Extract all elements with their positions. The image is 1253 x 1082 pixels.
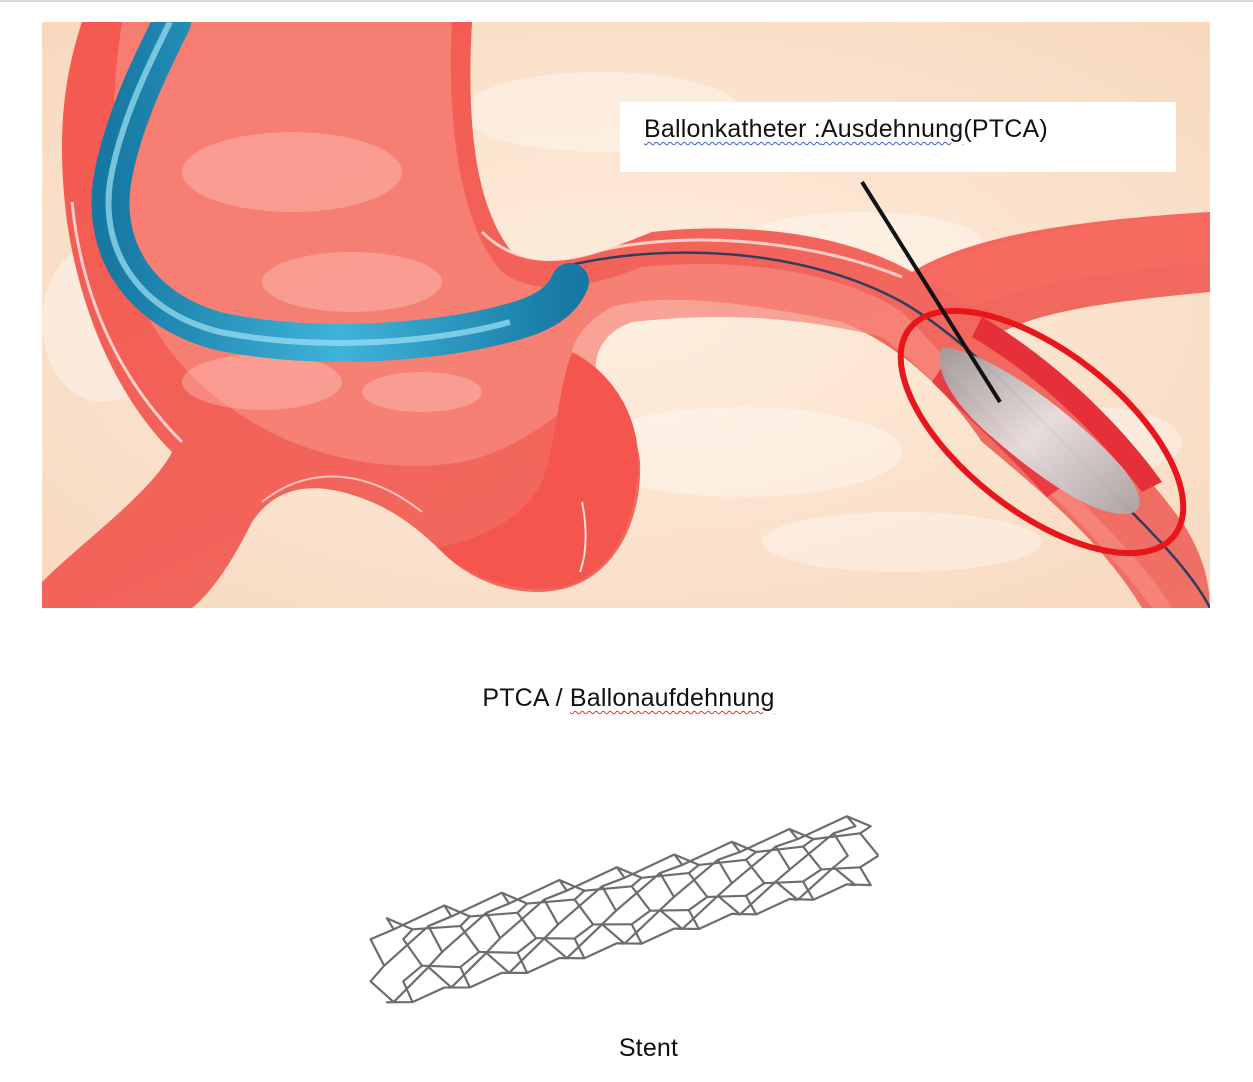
callout-label: Ballonkatheter :Ausdehnung(PTCA) (644, 115, 1048, 144)
stent-strut (615, 872, 661, 912)
stent-strut (383, 925, 430, 967)
vessel-bulb (437, 352, 639, 589)
stent-strut (499, 898, 545, 940)
stent-strut (421, 964, 461, 969)
stent-ring (832, 815, 880, 887)
callout-label-part3: (PTCA) (963, 115, 1048, 143)
stent-ring (485, 891, 537, 974)
stent-ring (543, 878, 595, 960)
stent-strut (755, 898, 790, 916)
stent-strut (392, 966, 430, 1003)
stent-strut (813, 883, 848, 901)
callout-label-part1: Ballonkatheter : (644, 115, 821, 143)
stent-strut (641, 927, 675, 945)
stent-strut (707, 894, 746, 899)
stent-strut (479, 950, 518, 954)
lesion-plaque (972, 317, 1162, 492)
caption-ptca-prefix: PTCA / (482, 684, 570, 712)
stent-strut (393, 904, 445, 931)
stent-strut (623, 909, 661, 945)
stent-strut (469, 971, 503, 989)
stent-strut (698, 858, 747, 867)
callout-box: Ballonkatheter :Ausdehnung(PTCA) (620, 102, 1176, 172)
stent-strut (813, 832, 861, 841)
stent-strut (412, 986, 445, 1004)
stent-strut (731, 845, 777, 885)
stent-strut (673, 858, 719, 898)
stent-strut (650, 908, 689, 912)
stent-strut (583, 942, 618, 960)
stent-strut (557, 885, 603, 926)
aorta-lumen (113, 22, 1173, 608)
stent-strut (527, 898, 575, 905)
stent-strut (412, 924, 461, 931)
highlight-ring (897, 307, 1187, 557)
aorta-texture (182, 132, 482, 412)
callout-label-part2: Ausdehnung (820, 115, 964, 143)
stent-strut (681, 840, 733, 866)
stent-illustration (369, 815, 880, 1004)
stent-strut (566, 866, 618, 892)
stent-strut (624, 853, 675, 879)
stent-strut (681, 894, 719, 930)
top-divider (0, 0, 1253, 2)
caption-ptca: PTCA / Ballonaufdehnung (0, 684, 1253, 713)
caption-stent: Stent (618, 1034, 679, 1062)
stent-strut (821, 866, 861, 871)
stent-strut (796, 866, 835, 901)
stent-strut (789, 832, 835, 871)
stent-strut (508, 937, 545, 974)
stent-ring (774, 827, 823, 901)
stent-strut (584, 885, 632, 892)
upper-branch (912, 212, 1210, 307)
stent-strut (526, 957, 560, 974)
stent-strut (450, 952, 488, 989)
stent-strut (469, 911, 518, 918)
stent-strut (698, 912, 733, 930)
stent-strut (764, 880, 804, 885)
stent-strut (450, 891, 503, 918)
stent-strut (641, 871, 689, 879)
stent-strut (739, 828, 790, 854)
stent-strut (756, 845, 804, 854)
caption-ptca-word: Ballonaufdehnung (569, 684, 775, 712)
stent-ring (427, 904, 480, 989)
stent-ring (369, 917, 423, 1004)
stent-strut (441, 911, 488, 953)
stent-strut (739, 880, 777, 916)
callout-leader-line (860, 180, 1002, 404)
stent-strut (797, 815, 848, 841)
stent-strut (508, 879, 560, 905)
stent-strut (566, 923, 603, 960)
